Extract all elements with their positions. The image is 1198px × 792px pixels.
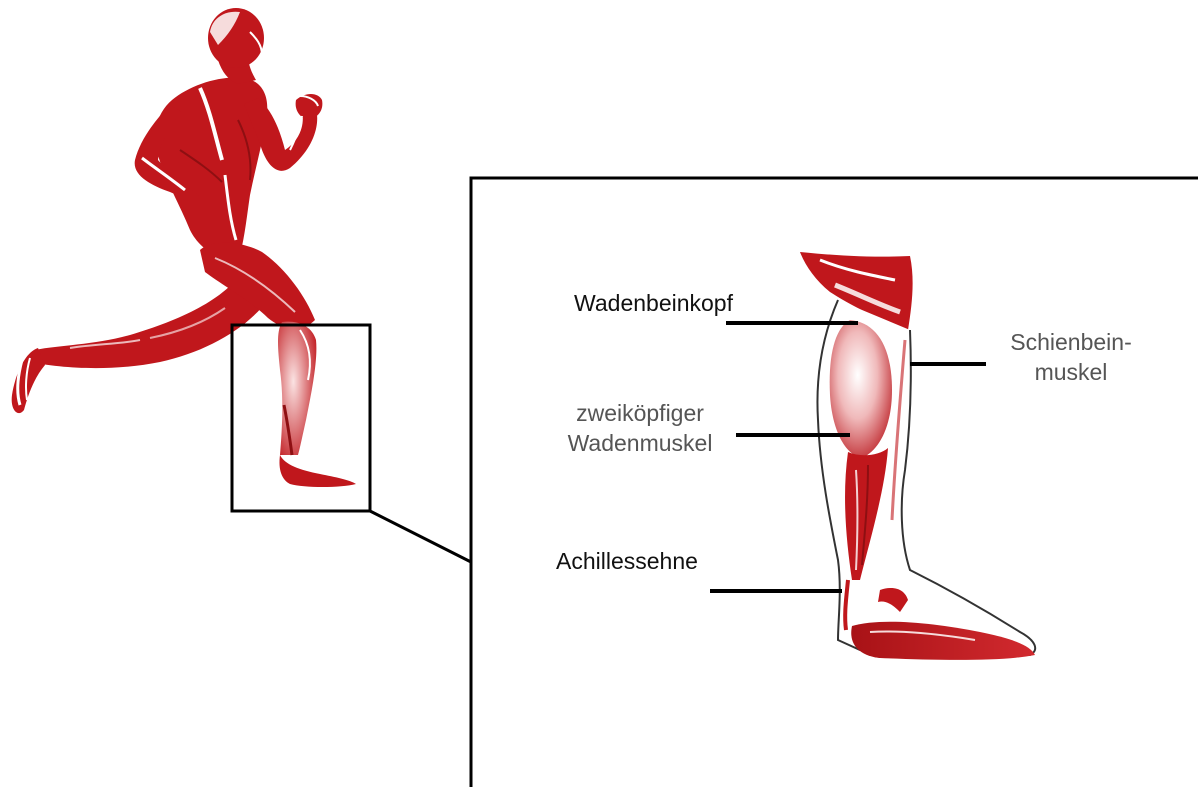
label-schienbeinmuskel: Schienbein- muskel	[986, 327, 1156, 387]
label-achillessehne: Achillessehne	[556, 546, 698, 576]
label-zweikoepfiger-wadenmuskel: zweiköpfiger Wadenmuskel	[548, 398, 732, 458]
detail-connector-line	[370, 511, 471, 562]
label-zweikoepfiger-line2: Wadenmuskel	[548, 428, 732, 458]
enlarged-lower-leg	[800, 252, 1035, 660]
label-schienbein-line2: muskel	[986, 357, 1156, 387]
label-schienbein-line1: Schienbein-	[986, 327, 1156, 357]
label-wadenbeinkopf: Wadenbeinkopf	[574, 288, 733, 318]
running-figure	[12, 8, 356, 487]
label-zweikoepfiger-line1: zweiköpfiger	[548, 398, 732, 428]
